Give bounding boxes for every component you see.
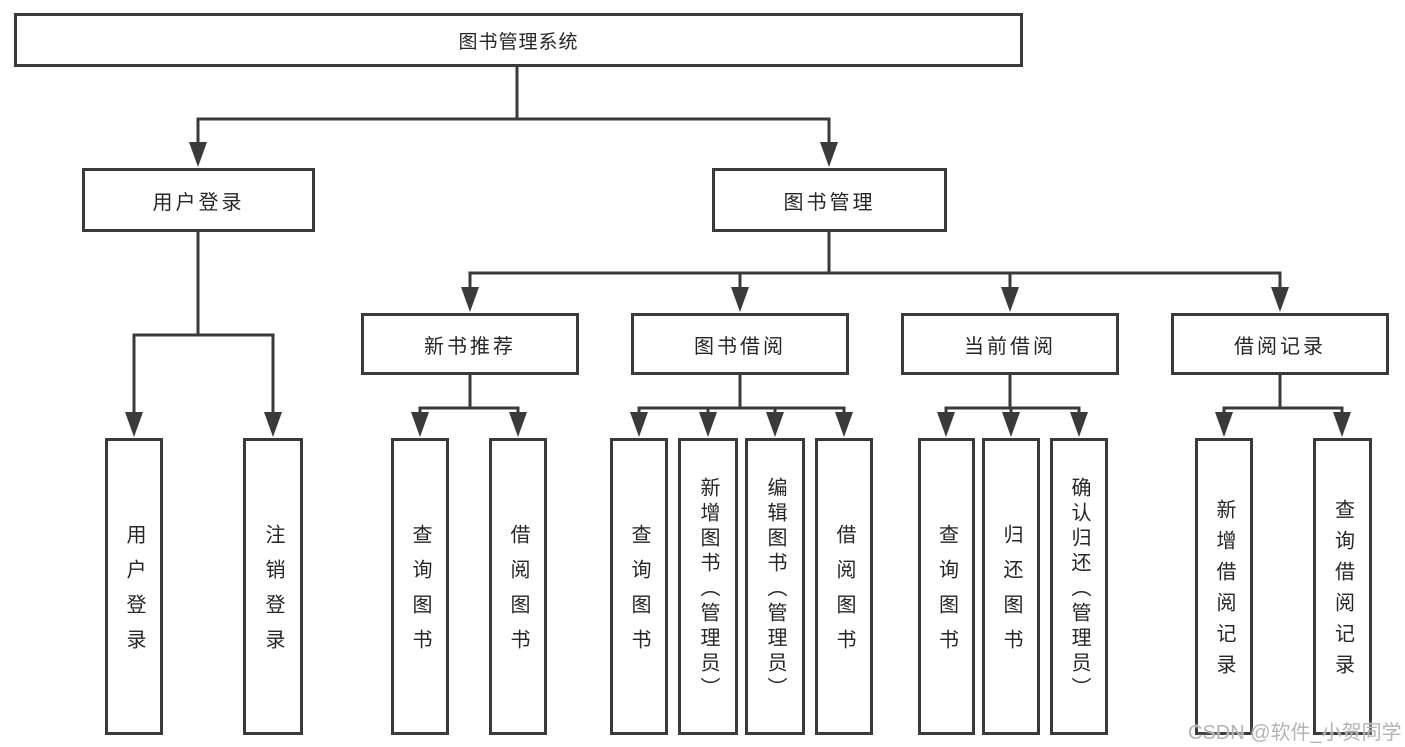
node-book-borrow-label: 图书借阅 [694, 335, 786, 358]
leaf-recommend-borrow-books-label: 借阅图书 [507, 524, 529, 664]
leaf-recommend-query-books-label: 查询图书 [409, 524, 431, 664]
node-user-login-label: 用户登录 [152, 191, 245, 214]
leaf-borrow-query-books-label: 查询图书 [628, 524, 650, 664]
node-user-login: 用户登录 [82, 168, 315, 232]
leaf-query-borrow-record: 查询借阅记录 [1313, 438, 1372, 735]
connector-paths [132, 67, 1344, 414]
node-borrow-records: 借阅记录 [1171, 313, 1389, 375]
node-root-label: 图书管理系统 [458, 31, 579, 53]
watermark-text: CSDN @软件_小贺同学 [1188, 722, 1402, 744]
node-borrow-records-label: 借阅记录 [1234, 335, 1326, 358]
leaf-user-login-label: 用户登录 [123, 524, 145, 664]
leaf-borrow-books: 借阅图书 [815, 438, 873, 735]
leaf-confirm-return-admin: 确认归还（管理员） [1050, 438, 1108, 735]
leaf-recommend-borrow-books: 借阅图书 [489, 438, 547, 735]
leaf-add-books-admin-label: 新增图书（管理员） [697, 476, 719, 702]
leaf-current-query-books: 查询图书 [918, 438, 975, 735]
node-book-management: 图书管理 [712, 168, 947, 232]
node-book-management-label: 图书管理 [783, 191, 876, 214]
leaf-confirm-return-admin-label: 确认归还（管理员） [1068, 476, 1090, 702]
node-current-borrow: 当前借阅 [901, 313, 1119, 375]
node-root: 图书管理系统 [14, 13, 1023, 67]
leaf-return-books: 归还图书 [982, 438, 1040, 735]
leaf-logout: 注销登录 [243, 438, 303, 735]
leaf-return-books-label: 归还图书 [1000, 524, 1022, 664]
leaf-borrow-books-label: 借阅图书 [833, 524, 855, 664]
leaf-current-query-books-label: 查询图书 [935, 524, 958, 664]
leaf-edit-books-admin-label: 编辑图书（管理员） [764, 476, 786, 702]
leaf-recommend-query-books: 查询图书 [391, 438, 449, 735]
node-current-borrow-label: 当前借阅 [964, 335, 1056, 358]
arrowheads [125, 142, 1351, 437]
leaf-add-borrow-record: 新增借阅记录 [1195, 438, 1253, 735]
leaf-user-login: 用户登录 [105, 438, 163, 735]
leaf-edit-books-admin: 编辑图书（管理员） [745, 438, 805, 735]
node-book-borrow: 图书借阅 [631, 313, 849, 375]
leaf-logout-label: 注销登录 [262, 524, 284, 664]
leaf-borrow-query-books: 查询图书 [610, 438, 668, 735]
node-new-book-recommend: 新书推荐 [361, 313, 579, 375]
leaf-add-books-admin: 新增图书（管理员） [678, 438, 738, 735]
leaf-query-borrow-record-label: 查询借阅记录 [1331, 499, 1354, 685]
node-new-book-recommend-label: 新书推荐 [424, 335, 516, 358]
leaf-add-borrow-record-label: 新增借阅记录 [1213, 499, 1235, 685]
